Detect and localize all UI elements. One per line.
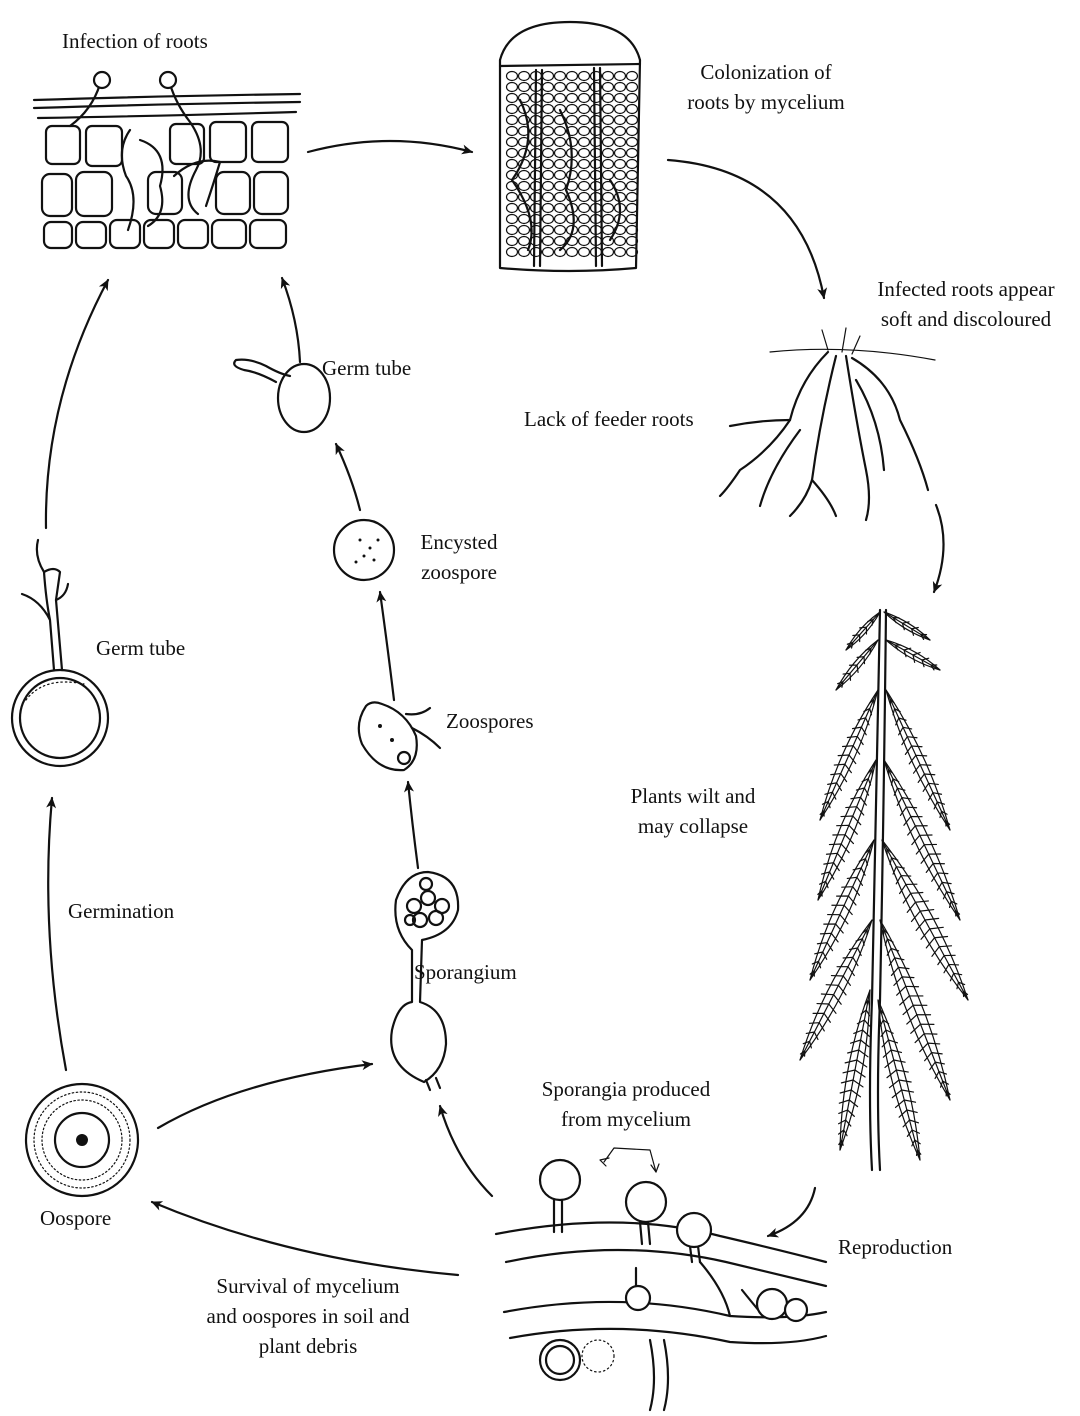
label-infected-roots-line-1: Infected roots appear [856, 274, 1076, 304]
label-infection-of-roots: Infection of roots [62, 26, 208, 56]
label-plants-wilt-line-2: may collapse [610, 811, 776, 841]
label-plants-wilt-line-1: Plants wilt and [610, 781, 776, 811]
label-encysted-line-2: zoospore [404, 557, 514, 587]
label-sporangia-line-1: Sporangia produced [516, 1074, 736, 1104]
label-colonization-line-1: Colonization of [664, 57, 868, 87]
label-colonization-line-2: roots by mycelium [664, 87, 868, 117]
arrow-oospore-to-germinated [48, 798, 66, 1070]
arrow-germ-tube-to-infection-upper [282, 278, 300, 362]
label-survival-line-2: and oospores in soil and [170, 1301, 446, 1331]
label-plants-wilt: Plants wilt and may collapse [610, 781, 776, 841]
oospore-icon [26, 1084, 138, 1196]
label-survival: Survival of mycelium and oospores in soi… [170, 1271, 446, 1361]
label-oospore: Oospore [40, 1203, 111, 1233]
label-infected-roots: Infected roots appear soft and discolour… [856, 274, 1076, 334]
root-system-icon [720, 328, 935, 520]
arrow-reproduction-to-oospore [152, 1202, 458, 1275]
arrow-infection-to-colonization [308, 141, 472, 152]
arrow-colonization-to-roots [668, 160, 824, 298]
label-sporangium: Sporangium [414, 957, 517, 987]
label-germ-tube-left: Germ tube [96, 633, 185, 663]
arrow-reproduction-to-sporangium [440, 1106, 492, 1196]
label-sporangia-line-2: from mycelium [516, 1104, 736, 1134]
label-zoospores: Zoospores [446, 706, 534, 736]
label-germ-tube-upper: Germ tube [322, 353, 411, 383]
label-infected-roots-line-2: soft and discoloured [856, 304, 1076, 334]
arrow-sporangium-to-zoospores [408, 782, 418, 868]
sporangia-pointer [604, 1148, 656, 1172]
wilting-plant-icon [800, 610, 968, 1170]
label-survival-line-1: Survival of mycelium [170, 1271, 446, 1301]
label-lack-of-feeder-roots: Lack of feeder roots [524, 404, 694, 434]
arrow-zoospores-to-encysted [380, 592, 394, 700]
encysted-zoospore-icon [334, 520, 394, 580]
label-colonization: Colonization of roots by mycelium [664, 57, 868, 117]
arrow-encysted-to-germ-tube [336, 444, 360, 510]
label-sporangia-produced: Sporangia produced from mycelium [516, 1074, 736, 1134]
label-reproduction: Reproduction [838, 1232, 952, 1262]
arrow-oospore-to-sporangium [158, 1064, 372, 1128]
arrow-plant-to-reproduction [768, 1188, 815, 1236]
label-germination: Germination [68, 896, 174, 926]
label-encysted-zoospore: Encysted zoospore [404, 527, 514, 587]
germ-tube-icon [234, 360, 330, 432]
label-survival-line-3: plant debris [170, 1331, 446, 1361]
arrow-roots-to-plant [934, 505, 944, 592]
germinating-oospore-icon [12, 540, 108, 766]
zoospore-icon [359, 702, 440, 770]
colonized-root-block-icon [500, 22, 640, 271]
mycelium-sporangia-icon [496, 1160, 826, 1410]
arrow-germ-tube-to-infection [46, 280, 108, 528]
root-cross-section-icon [34, 72, 300, 248]
label-encysted-line-1: Encysted [404, 527, 514, 557]
